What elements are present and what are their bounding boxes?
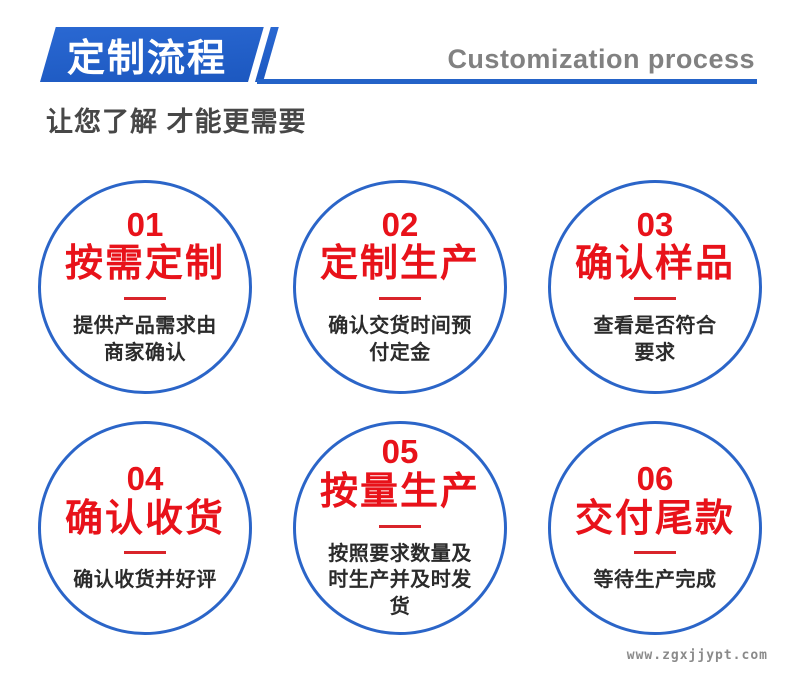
header-underline [257,79,757,84]
step-divider [379,524,421,528]
step-description: 确认交货时间预 付定金 [328,315,472,364]
step-circle-3: 03 确认样品 查看是否符合 要求 [548,180,762,394]
step-title: 确认样品 [574,243,735,286]
step-title: 交付尾款 [574,497,735,540]
step-description: 查看是否符合 要求 [593,315,717,364]
banner-title: 定制流程 [66,38,227,80]
step-number: 02 [381,205,419,243]
step-description: 按照要求数量及 时生产并及时发 货 [328,542,472,618]
step-divider [124,297,166,301]
step-number: 01 [126,205,164,243]
step-title: 确认收货 [64,497,225,540]
step-description: 确认收货并好评 [73,569,217,592]
step-number: 04 [126,460,164,498]
step-circle-2: 02 定制生产 确认交货时间预 付定金 [293,180,507,394]
header-subtitle-en: Customization process [447,44,755,74]
step-divider [379,297,421,301]
watermark-url: www.zgxjjypt.com [626,648,768,663]
step-title: 按需定制 [64,243,225,286]
title-banner: 定制流程 [40,27,279,82]
steps-grid: 01 按需定制 提供产品需求由 商家确认 02 定制生产 确认交货时间预 付定金… [38,180,762,635]
step-title: 定制生产 [319,243,480,286]
step-description: 等待生产完成 [593,569,717,592]
step-divider [124,551,166,555]
step-circle-4: 04 确认收货 确认收货并好评 [38,421,252,635]
step-circle-6: 06 交付尾款 等待生产完成 [548,421,762,635]
step-circle-1: 01 按需定制 提供产品需求由 商家确认 [38,180,252,394]
step-description: 提供产品需求由 商家确认 [73,315,217,364]
step-number: 06 [636,460,674,498]
step-title: 按量生产 [319,471,480,514]
step-number: 05 [381,433,419,471]
step-number: 03 [636,205,674,243]
step-divider [634,297,676,301]
tagline: 让您了解 才能更需要 [46,107,307,137]
step-circle-5: 05 按量生产 按照要求数量及 时生产并及时发 货 [293,421,507,635]
step-divider [634,551,676,555]
